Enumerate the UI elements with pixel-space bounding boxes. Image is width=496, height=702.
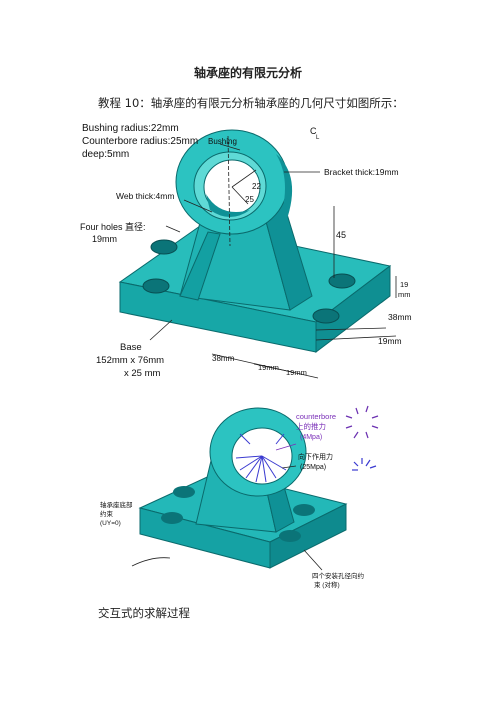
label-four-holes: Four holes 直径: — [80, 221, 146, 232]
base-hole — [173, 486, 195, 498]
label-radius-25: 25 — [245, 195, 254, 204]
bore-inner-shade — [206, 194, 250, 217]
label-bushing: Bushing — [208, 137, 237, 146]
base-hole — [328, 273, 356, 289]
intro-paragraph: 教程 10：轴承座的有限元分析轴承座的几何尺寸如图所示： — [98, 96, 404, 110]
label-counterbore-radius: Counterbore radius:25mm — [82, 136, 198, 147]
label-base-constraint-2: 约束 — [100, 509, 114, 518]
label-dim-38-right: 38mm — [388, 312, 412, 322]
label-up-pressure: 上的推力 — [296, 421, 326, 431]
base-hole — [312, 308, 340, 324]
label-base: Base — [120, 342, 142, 353]
label-deep: deep:5mm — [82, 149, 129, 160]
label-dim-19-top-unit: mm — [398, 290, 411, 299]
label-four-holes-diameter: 19mm — [92, 234, 117, 244]
label-bracket-thick: Bracket thick:19mm — [324, 167, 399, 177]
label-centerline: C — [310, 126, 317, 136]
label-radius-22: 22 — [252, 182, 261, 191]
label-dim-19-top: 19 — [400, 280, 408, 289]
bearing-bracket-drawing: Bushing radius:22mm Counterbore radius:2… — [80, 123, 412, 379]
web-face — [179, 231, 221, 301]
label-dim-19-bottom-1: 19mm — [258, 363, 279, 372]
label-counterbore: counterbore — [296, 412, 336, 421]
label-height-45: 45 — [336, 230, 346, 240]
base-hole — [150, 239, 178, 255]
pressure-symbol-down — [352, 458, 377, 471]
label-centerline-sub: L — [316, 135, 320, 141]
label-dim-19-right: 19mm — [378, 336, 402, 346]
label-holes-constraint-2: 束 (对称) — [314, 580, 340, 589]
base-hole — [293, 504, 315, 516]
label-bushing-radius: Bushing radius:22mm — [82, 123, 179, 134]
caption-interactive-solution: 交互式的求解过程 — [98, 606, 190, 620]
base-hole — [279, 530, 301, 542]
pressure-symbol-up — [345, 405, 379, 439]
label-down-pressure-value: (25Mpa) — [300, 464, 326, 471]
label-dim-38-bottom: 38mm — [212, 354, 235, 363]
label-base-constraint-3: (UY=0) — [100, 520, 121, 527]
label-base-dims-2: x 25 mm — [124, 368, 161, 379]
base-hole — [142, 278, 170, 294]
label-down-pressure: 向下作用力 — [298, 452, 333, 461]
base-side-face — [315, 264, 391, 354]
label-web-thick: Web thick:4mm — [116, 191, 174, 201]
label-holes-constraint-1: 四个安装孔径向约 — [312, 571, 364, 580]
base-side-face — [269, 503, 347, 569]
bushing-ring-side — [276, 154, 293, 230]
label-up-pressure-value: (4Mpa) — [300, 434, 322, 441]
base-hole — [161, 512, 183, 524]
loads-constraints-drawing: counterbore 上的推力 (4Mpa) 向下作用力 (25Mpa) 轴承… — [100, 405, 379, 589]
label-dim-19-bottom-2: 19mm — [286, 368, 307, 377]
label-base-constraint-1: 轴承座底部 — [100, 500, 133, 509]
label-base-dims: 152mm x 76mm — [96, 355, 164, 366]
document-title: 轴承座的有限元分析 — [193, 66, 302, 80]
